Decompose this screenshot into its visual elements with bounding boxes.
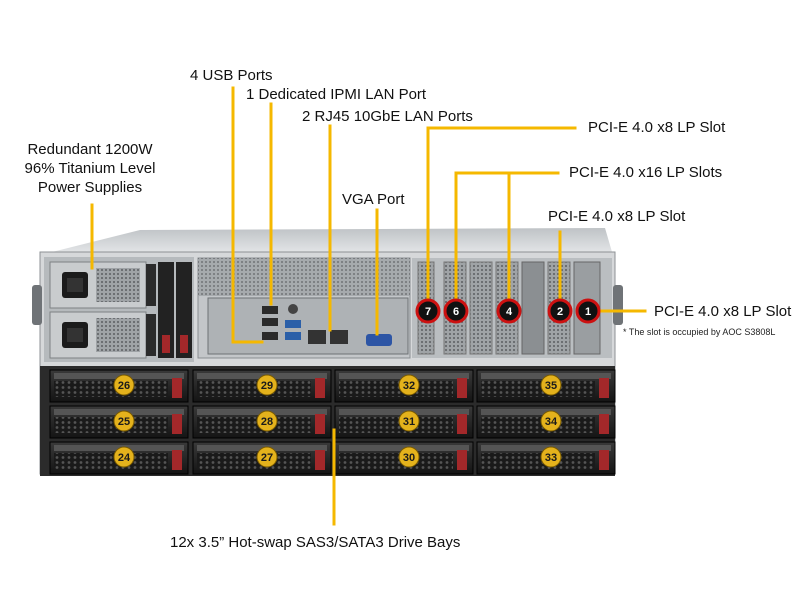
- drive-bay-number: 35: [545, 380, 557, 392]
- label-psu-line3: Power Supplies: [37, 179, 143, 196]
- rear-drive-slot-right: [176, 262, 192, 358]
- drive-bay-number: 30: [403, 452, 415, 464]
- drive-bay-number-badge: [540, 446, 562, 468]
- drive-bay-number: 27: [261, 452, 273, 464]
- drive-bay-number-badge: [398, 446, 420, 468]
- label-psu-line1: Redundant 1200W: [27, 141, 153, 158]
- rear-drive-slot-left: [158, 262, 174, 358]
- slot-occupied-note: * The slot is occupied by AOC S3808L: [623, 327, 776, 337]
- rack-ear-left: [32, 285, 42, 325]
- drive-bay: 28: [192, 405, 332, 439]
- drive-bay-number-badge: [113, 446, 135, 468]
- label-rj45-ports: 2 RJ45 10GbE LAN Ports: [302, 108, 473, 125]
- label-pcie-x16-slots: PCI-E 4.0 x16 LP Slots: [569, 164, 723, 181]
- drive-bay-number: 34: [545, 416, 558, 428]
- drive-bay: 32: [334, 369, 474, 403]
- drive-bay-number: 26: [118, 380, 130, 392]
- label-power-supplies: Redundant 1200W 96% Titanium Level Power…: [10, 140, 170, 197]
- drive-bay-number-badge: [113, 410, 135, 432]
- drive-bay: 31: [334, 405, 474, 439]
- drive-bay: 29: [192, 369, 332, 403]
- lan-ports: [308, 330, 348, 344]
- uid-button: [288, 304, 298, 314]
- label-usb-ports: 4 USB Ports: [190, 67, 273, 84]
- drive-bay-number-badge: [398, 374, 420, 396]
- drive-bay-number-badge: [256, 410, 278, 432]
- drive-bay-number: 32: [403, 380, 415, 392]
- drive-bay-number: 33: [545, 452, 557, 464]
- drive-bay-number-badge: [256, 374, 278, 396]
- power-supply-bottom: [49, 311, 156, 359]
- drive-bay-number-badge: [540, 374, 562, 396]
- vga-connector: [366, 334, 392, 346]
- label-psu-line2: 96% Titanium Level: [24, 160, 156, 177]
- drive-bay: 34: [476, 405, 616, 439]
- rack-ear-right: [613, 285, 623, 325]
- drive-bay: 33: [476, 441, 616, 475]
- drive-bay: 35: [476, 369, 616, 403]
- drive-bay-number: 24: [118, 452, 131, 464]
- drive-bay-number: 25: [118, 416, 130, 428]
- drive-bays: 26 29 32 35 25 28 31 34 24 27 30 33: [49, 369, 616, 475]
- drive-bay: 25: [49, 405, 189, 439]
- drive-bay: 24: [49, 441, 189, 475]
- drive-bay-number-badge: [540, 410, 562, 432]
- label-ipmi-lan-port: 1 Dedicated IPMI LAN Port: [246, 86, 427, 103]
- label-vga-port: VGA Port: [342, 191, 405, 208]
- chassis-top-surface: [40, 228, 612, 255]
- drive-bay-number: 28: [261, 416, 273, 428]
- drive-bay: 27: [192, 441, 332, 475]
- drive-bay-number: 29: [261, 380, 273, 392]
- label-pcie-slot2: PCI-E 4.0 x8 LP Slot: [548, 208, 686, 225]
- drive-bay-number-badge: [398, 410, 420, 432]
- drive-bay-number-badge: [256, 446, 278, 468]
- drive-bay: 26: [49, 369, 189, 403]
- drive-bay-number: 31: [403, 416, 415, 428]
- usb-ports: [262, 306, 301, 340]
- label-pcie-slot1: PCI-E 4.0 x8 LP Slot: [654, 303, 792, 320]
- drive-bay-number-badge: [113, 374, 135, 396]
- drive-bay: 30: [334, 441, 474, 475]
- label-drive-bays: 12x 3.5” Hot-swap SAS3/SATA3 Drive Bays: [170, 534, 461, 551]
- power-supply-top: [49, 261, 156, 309]
- label-pcie-slot7: PCI-E 4.0 x8 LP Slot: [588, 119, 726, 136]
